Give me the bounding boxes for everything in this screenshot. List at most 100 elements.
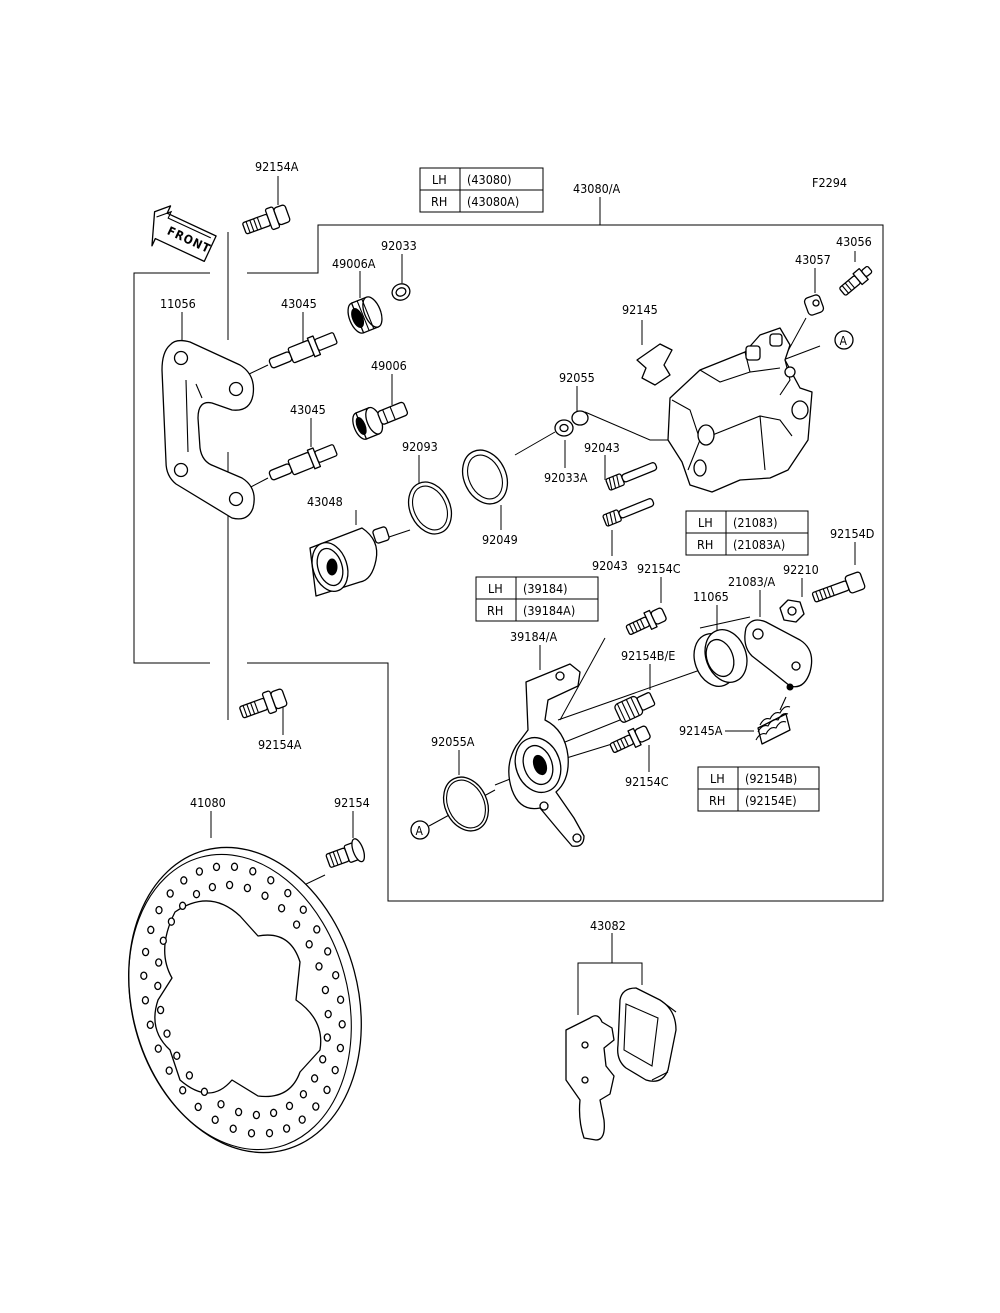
label-43057: 43057 [795, 252, 831, 267]
table-92154-lh: LH [710, 771, 725, 786]
callout-a-caliper: A [834, 330, 854, 350]
nut-92210-icon [779, 599, 805, 623]
pad-pin-92043-lower-icon [602, 498, 655, 527]
label-11056: 11056 [160, 296, 196, 311]
washer-92033a-icon [554, 419, 574, 437]
clip-92033-icon [391, 283, 411, 301]
table-92154: LH (92154B) RH (92154E) [697, 766, 820, 812]
label-43045-upper: 43045 [281, 296, 317, 311]
table-92154-lh-part: (92154B) [745, 771, 797, 786]
disc-hole [265, 1128, 274, 1138]
disc-hole [336, 1043, 345, 1053]
table-43080: LH (43080) RH (43080A) [419, 167, 544, 213]
table-39184: LH (39184) RH (39184A) [475, 576, 599, 622]
boot-49006a-icon [347, 296, 383, 334]
disc-hole [163, 1029, 171, 1038]
caliper-assembly-outline [133, 197, 884, 902]
disc-hole [282, 1124, 291, 1133]
disc-hole [185, 1071, 194, 1080]
caliper-body-icon [667, 327, 813, 493]
table-39184-lh: LH [488, 581, 503, 596]
label-92093: 92093 [402, 439, 438, 454]
disc-hole [292, 920, 301, 929]
bolt-92154d-icon [811, 571, 866, 603]
disc-hole [156, 1005, 165, 1015]
disc-hole [261, 891, 269, 901]
disc-hole [284, 888, 292, 898]
disc-hole [192, 889, 201, 899]
brake-pad-front-43082-icon [565, 1015, 615, 1141]
figure-code: F2294 [812, 175, 847, 190]
seal-92049-icon [461, 449, 509, 505]
disc-hole [173, 1051, 181, 1060]
seal-11065-icon [693, 629, 748, 687]
disc-hole [336, 995, 345, 1004]
label-92055: 92055 [559, 370, 595, 385]
disc-hole [324, 947, 332, 956]
disc-hole [212, 862, 221, 872]
disc-hole [338, 1020, 346, 1029]
disc-hole [179, 1086, 187, 1095]
svg-text:A: A [840, 334, 848, 348]
disc-hole [155, 958, 163, 967]
bolt-92154c-lower-icon [609, 725, 651, 753]
bolt-92154a-bottom-icon [239, 688, 288, 719]
disc-hole [305, 940, 313, 949]
table-43080-lh: LH [432, 172, 447, 187]
disc-hole [178, 901, 187, 911]
label-43056: 43056 [836, 234, 872, 249]
disc-hole [285, 1101, 294, 1111]
pad-spring-92145-icon [636, 343, 673, 386]
disc-hole [298, 1115, 306, 1124]
disc-hole [299, 1089, 308, 1099]
brake-disc-41080-icon [128, 846, 362, 1154]
disc-hole [147, 925, 155, 935]
disc-hole [319, 1055, 327, 1064]
pad-pin-92043-upper-icon [605, 462, 658, 491]
table-92154-rh: RH [709, 793, 725, 808]
label-21083a: 21083/A [728, 574, 776, 589]
table-43080-rh: RH [431, 194, 447, 209]
label-43080a: 43080/A [573, 181, 621, 196]
label-92154be: 92154B/E [621, 648, 675, 663]
bolt-92154a-top-icon [242, 204, 291, 235]
disc-hole [155, 905, 163, 915]
disc-hole [299, 905, 307, 914]
disc-hole [243, 883, 252, 893]
disc-hole [217, 1099, 225, 1109]
disc-hole [323, 1085, 331, 1095]
disc-hole [247, 1128, 256, 1138]
disc-hole [313, 925, 321, 934]
label-11065: 11065 [693, 589, 729, 604]
table-43080-rh-part: (43080A) [467, 194, 519, 209]
label-43082: 43082 [590, 918, 626, 933]
table-43080-lh-part: (43080) [467, 172, 512, 187]
bolt-92154c-upper-icon [625, 607, 667, 635]
disc-hole [159, 936, 167, 945]
label-92043-upper: 92043 [584, 440, 620, 455]
disc-hole [225, 880, 234, 890]
label-92043-lower: 92043 [592, 558, 628, 573]
disc-hole [234, 1107, 243, 1117]
disc-hole [165, 1066, 173, 1075]
disc-hole [166, 889, 174, 898]
disc-hole [154, 981, 162, 991]
boot-49006-icon [352, 401, 409, 440]
label-92154d: 92154D [830, 526, 874, 541]
piston-43048-icon [309, 526, 390, 597]
table-21083-lh: LH [698, 515, 713, 530]
table-39184-rh-part: (39184A) [523, 603, 575, 618]
disc-hole [249, 867, 257, 876]
brake-pad-rear-43082-icon [617, 987, 677, 1082]
table-21083: LH (21083) RH (21083A) [685, 510, 809, 556]
table-39184-rh: RH [487, 603, 503, 618]
label-92033a: 92033A [544, 470, 588, 485]
label-43048: 43048 [307, 494, 343, 509]
label-49006: 49006 [371, 358, 407, 373]
bolt-92154-icon [325, 838, 366, 868]
disc-hole [146, 1020, 154, 1030]
label-92145: 92145 [622, 302, 658, 317]
label-92210: 92210 [783, 562, 819, 577]
